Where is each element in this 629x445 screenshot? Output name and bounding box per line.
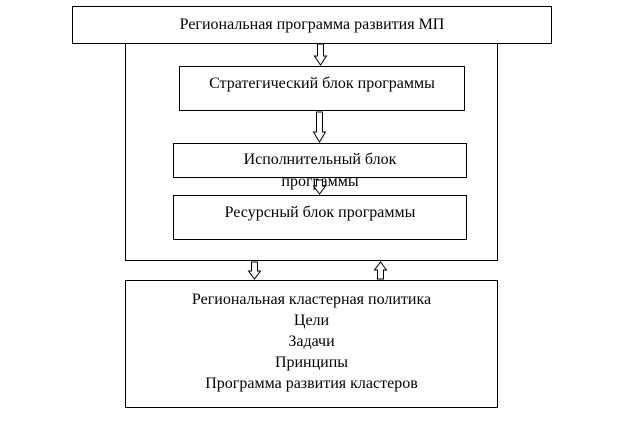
executive-block-text-line1: Исполнительный блок [243,151,397,168]
resource-block-box: Ресурсный блок программы [173,195,467,240]
cluster-policy-line-2: Цели [293,312,330,329]
cluster-policy-lines: Региональная кластерная политика Цели За… [126,289,497,394]
arrow-up-cluster-to-frame [373,261,388,280]
cluster-policy-line-4: Принципы [274,354,349,371]
resource-block-text: Ресурсный блок программы [224,204,416,221]
cluster-policy-box: Региональная кластерная политика Цели За… [125,280,498,408]
executive-block-text-line2: программы [281,173,359,190]
arrow-down-frame-to-cluster [247,261,262,280]
cluster-policy-line-5: Программа развития кластеров [205,375,418,392]
executive-block-box: Исполнительный блок программы [173,143,467,190]
program-title-text: Региональная программа развития МП [179,16,445,33]
strategic-block-box: Стратегический блок программы [179,66,465,111]
program-title-box: Региональная программа развития МП [72,6,552,44]
cluster-policy-line-3: Задачи [288,333,335,350]
strategic-block-text: Стратегический блок программы [209,75,435,92]
cluster-policy-line-1: Региональная кластерная политика [191,291,432,308]
